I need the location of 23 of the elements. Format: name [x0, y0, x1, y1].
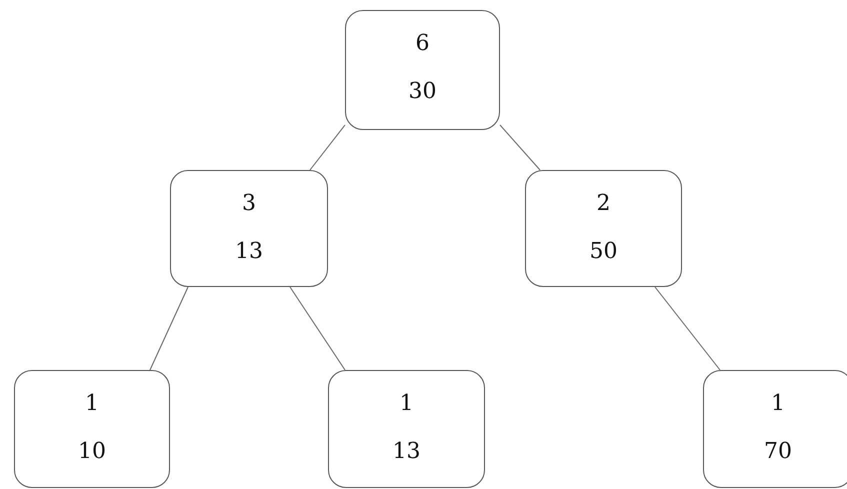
- node-count: 2: [596, 191, 612, 217]
- tree-node-box: [703, 370, 847, 488]
- node-value: 10: [77, 439, 107, 465]
- node-count: 1: [84, 391, 100, 417]
- node-count: 6: [414, 31, 430, 57]
- connector-line: [290, 286, 346, 370]
- connector-line: [500, 124, 540, 170]
- node-count: 1: [398, 391, 414, 417]
- tree-node-box: [328, 370, 485, 488]
- node-value: 70: [763, 439, 793, 465]
- node-count: 3: [241, 191, 257, 217]
- node-value: 50: [588, 239, 618, 265]
- tree-node-box: [525, 170, 682, 287]
- connector-line: [310, 124, 346, 170]
- node-value: 13: [234, 239, 264, 265]
- node-value: 30: [408, 79, 438, 105]
- tree-node-box: [14, 370, 170, 488]
- node-value: 13: [392, 439, 422, 465]
- connector-line: [150, 286, 188, 370]
- node-count: 1: [770, 391, 786, 417]
- connector-line: [654, 286, 720, 370]
- tree-node-box: [170, 170, 328, 287]
- tree-node-box: [345, 10, 500, 130]
